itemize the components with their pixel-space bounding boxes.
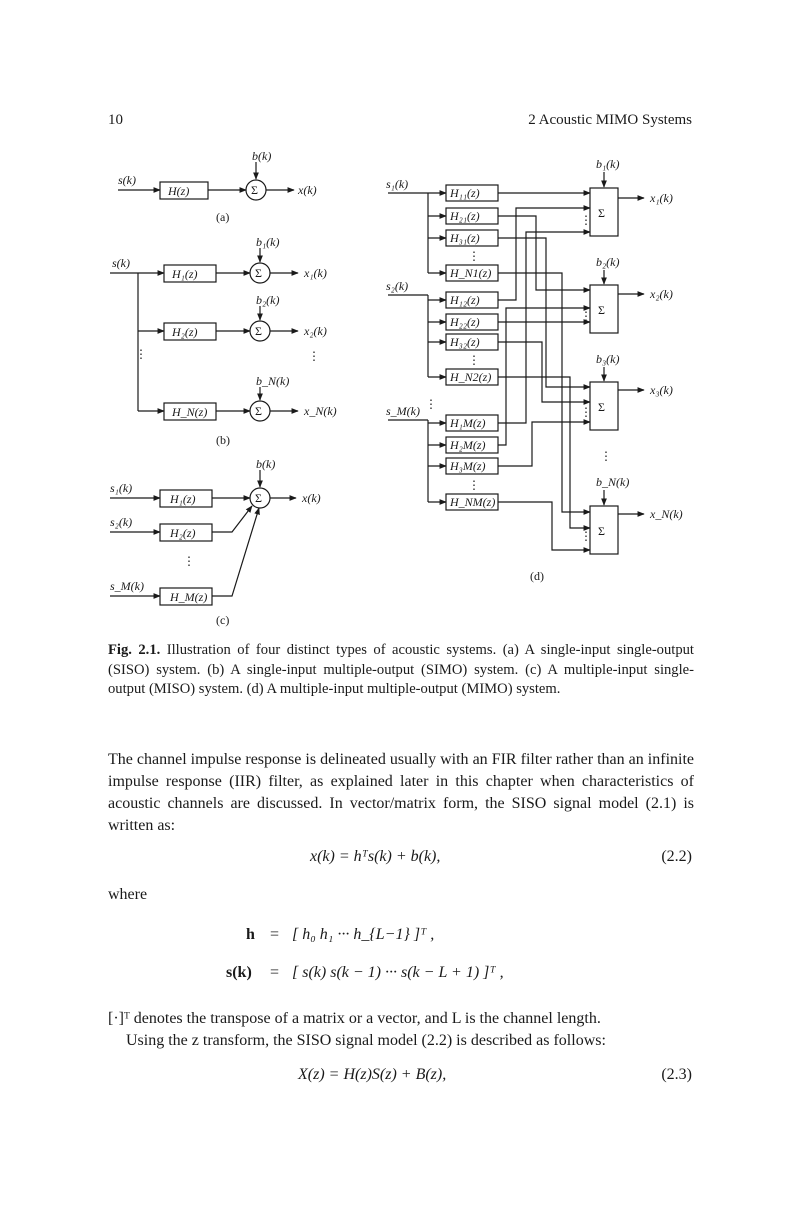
panel-a-sum-symbol: Σ — [251, 183, 258, 197]
s-vector-lhs: s(k) — [226, 964, 252, 981]
panel-d-output-3: x₃(k) — [649, 383, 673, 397]
panel-b-noise-n: b_N(k) — [256, 374, 289, 388]
panel-c-noise: b(k) — [256, 457, 275, 471]
panel-a-input-label: s(k) — [118, 173, 136, 187]
panel-c — [110, 470, 297, 606]
panel-c-input-m: s_M(k) — [110, 579, 144, 593]
panel-b-output-n: x_N(k) — [303, 404, 337, 418]
panel-d-input-m: s_M(k) — [386, 404, 420, 418]
panel-d-h21: H₂₁(z) — [449, 209, 480, 223]
panel-b-filter-n: H_N(z) — [171, 405, 207, 419]
s-vector-rhs: [ s(k) s(k − 1) ··· s(k − L + 1) ]ᵀ , — [292, 964, 504, 981]
panel-d-sum-3: Σ — [598, 400, 605, 414]
panel-c-output: x(k) — [301, 491, 321, 505]
panel-b-noise-2: b₂(k) — [256, 293, 280, 307]
figure-2-1: s(k) H(z) b(k) Σ x(k) (a) s(k) H₁(z) H₂(… — [110, 149, 683, 627]
s-vector-equals: = — [270, 964, 280, 981]
panel-a-filter-label: H(z) — [167, 184, 189, 198]
panel-b-sum-n: Σ — [255, 404, 262, 418]
h-vector-lhs: h — [246, 926, 255, 943]
caption-text: Illustration of four distinct types of a… — [108, 642, 694, 697]
caption-label: Fig. 2.1. — [108, 642, 161, 658]
panel-d-dots-gm: ⋮ — [468, 478, 480, 492]
panel-d-sum-n: Σ — [598, 524, 605, 538]
panel-c-sum: Σ — [255, 491, 262, 505]
panel-b-input-label: s(k) — [112, 256, 130, 270]
equation-2-2-number: (2.2) — [661, 848, 692, 865]
figure-caption: Fig. 2.1. Illustration of four distinct … — [108, 641, 694, 700]
panel-d-output-2: x₂(k) — [649, 287, 673, 301]
panel-d-output-1: x₁(k) — [649, 191, 673, 205]
panel-b-filter-1: H₁(z) — [171, 267, 198, 281]
panel-d-input-1: s₁(k) — [386, 177, 408, 191]
panel-b-sum-1: Σ — [255, 266, 262, 280]
h-vector-equals: = — [270, 926, 280, 943]
running-header: 2 Acoustic MIMO Systems — [528, 112, 692, 128]
panel-b-output-2: x₂(k) — [303, 324, 327, 338]
panel-c-filter-m: H_M(z) — [169, 590, 207, 604]
panel-d — [388, 172, 645, 555]
panel-d-noise-n: b_N(k) — [596, 475, 629, 489]
panel-c-filter-2: H₂(z) — [169, 526, 196, 540]
panel-c-input-2: s₂(k) — [110, 515, 132, 529]
panel-d-dots-inputs: ⋮ — [425, 397, 437, 411]
panel-a-tag: (a) — [216, 210, 229, 224]
paragraph-1: The channel impulse response is delineat… — [108, 751, 694, 834]
panel-c-tag: (c) — [216, 613, 229, 627]
panel-b — [110, 248, 299, 422]
panel-d-dots-sum3: ⋮ — [580, 405, 592, 419]
panel-d-h3m: H₃M(z) — [449, 459, 486, 473]
panel-d-h2m: H₂M(z) — [449, 438, 486, 452]
panel-d-h32: H₃₂(z) — [449, 335, 480, 349]
equation-2-3: X(z) = H(z)S(z) + B(z), — [298, 1066, 447, 1083]
panel-d-noise-2: b₂(k) — [596, 255, 620, 269]
panel-a — [118, 162, 295, 201]
panel-d-dots-g1: ⋮ — [468, 249, 480, 263]
panel-d-input-2: s₂(k) — [386, 279, 408, 293]
transpose-note: [·]ᵀ denotes the transpose of a matrix o… — [108, 1010, 601, 1027]
panel-d-h31: H₃₁(z) — [449, 231, 480, 245]
panel-d-sum-1: Σ — [598, 206, 605, 220]
equation-2-2: x(k) = hᵀs(k) + b(k), — [310, 848, 441, 865]
z-transform-intro: Using the z transform, the SISO signal m… — [126, 1032, 606, 1049]
panel-d-noise-3: b₃(k) — [596, 352, 620, 366]
panel-c-filter-1: H₁(z) — [169, 492, 196, 506]
panel-d-dots-outputs: ⋮ — [600, 449, 612, 463]
equation-2-3-number: (2.3) — [661, 1066, 692, 1083]
panel-b-tag: (b) — [216, 433, 230, 447]
panel-d-dots-sum1: ⋮ — [580, 213, 592, 227]
panel-d-noise-1: b₁(k) — [596, 157, 620, 171]
page-number: 10 — [108, 112, 123, 128]
panel-b-dots-right: ⋮ — [308, 349, 320, 363]
panel-c-dots: ⋮ — [183, 554, 195, 568]
panel-b-sum-2: Σ — [255, 324, 262, 338]
panel-b-dots-left: ⋮ — [135, 347, 147, 361]
panel-c-input-1: s₁(k) — [110, 481, 132, 495]
panel-d-tag: (d) — [530, 569, 544, 583]
panel-d-h12: H₁₂(z) — [449, 293, 480, 307]
panel-d-h11: H₁₁(z) — [449, 186, 480, 200]
panel-d-hnm: H_NM(z) — [449, 495, 495, 509]
where-label: where — [108, 886, 148, 903]
panel-d-sum-2: Σ — [598, 303, 605, 317]
panel-b-noise-1: b₁(k) — [256, 235, 280, 249]
panel-d-dots-sum2: ⋮ — [580, 309, 592, 323]
panel-a-noise-label: b(k) — [252, 149, 271, 163]
panel-d-h1m: H₁M(z) — [449, 416, 486, 430]
h-vector-rhs: [ h₀ h₁ ··· h_{L−1} ]ᵀ , — [292, 926, 435, 943]
panel-b-filter-2: H₂(z) — [171, 325, 198, 339]
panel-d-hn1: H_N1(z) — [449, 266, 491, 280]
panel-d-dots-sumn: ⋮ — [580, 529, 592, 543]
panel-d-hn2: H_N2(z) — [449, 370, 491, 384]
panel-d-output-n: x_N(k) — [649, 507, 683, 521]
panel-a-output-label: x(k) — [297, 183, 317, 197]
panel-b-output-1: x₁(k) — [303, 266, 327, 280]
panel-d-dots-g2: ⋮ — [468, 353, 480, 367]
panel-d-h22: H₂₂(z) — [449, 315, 480, 329]
